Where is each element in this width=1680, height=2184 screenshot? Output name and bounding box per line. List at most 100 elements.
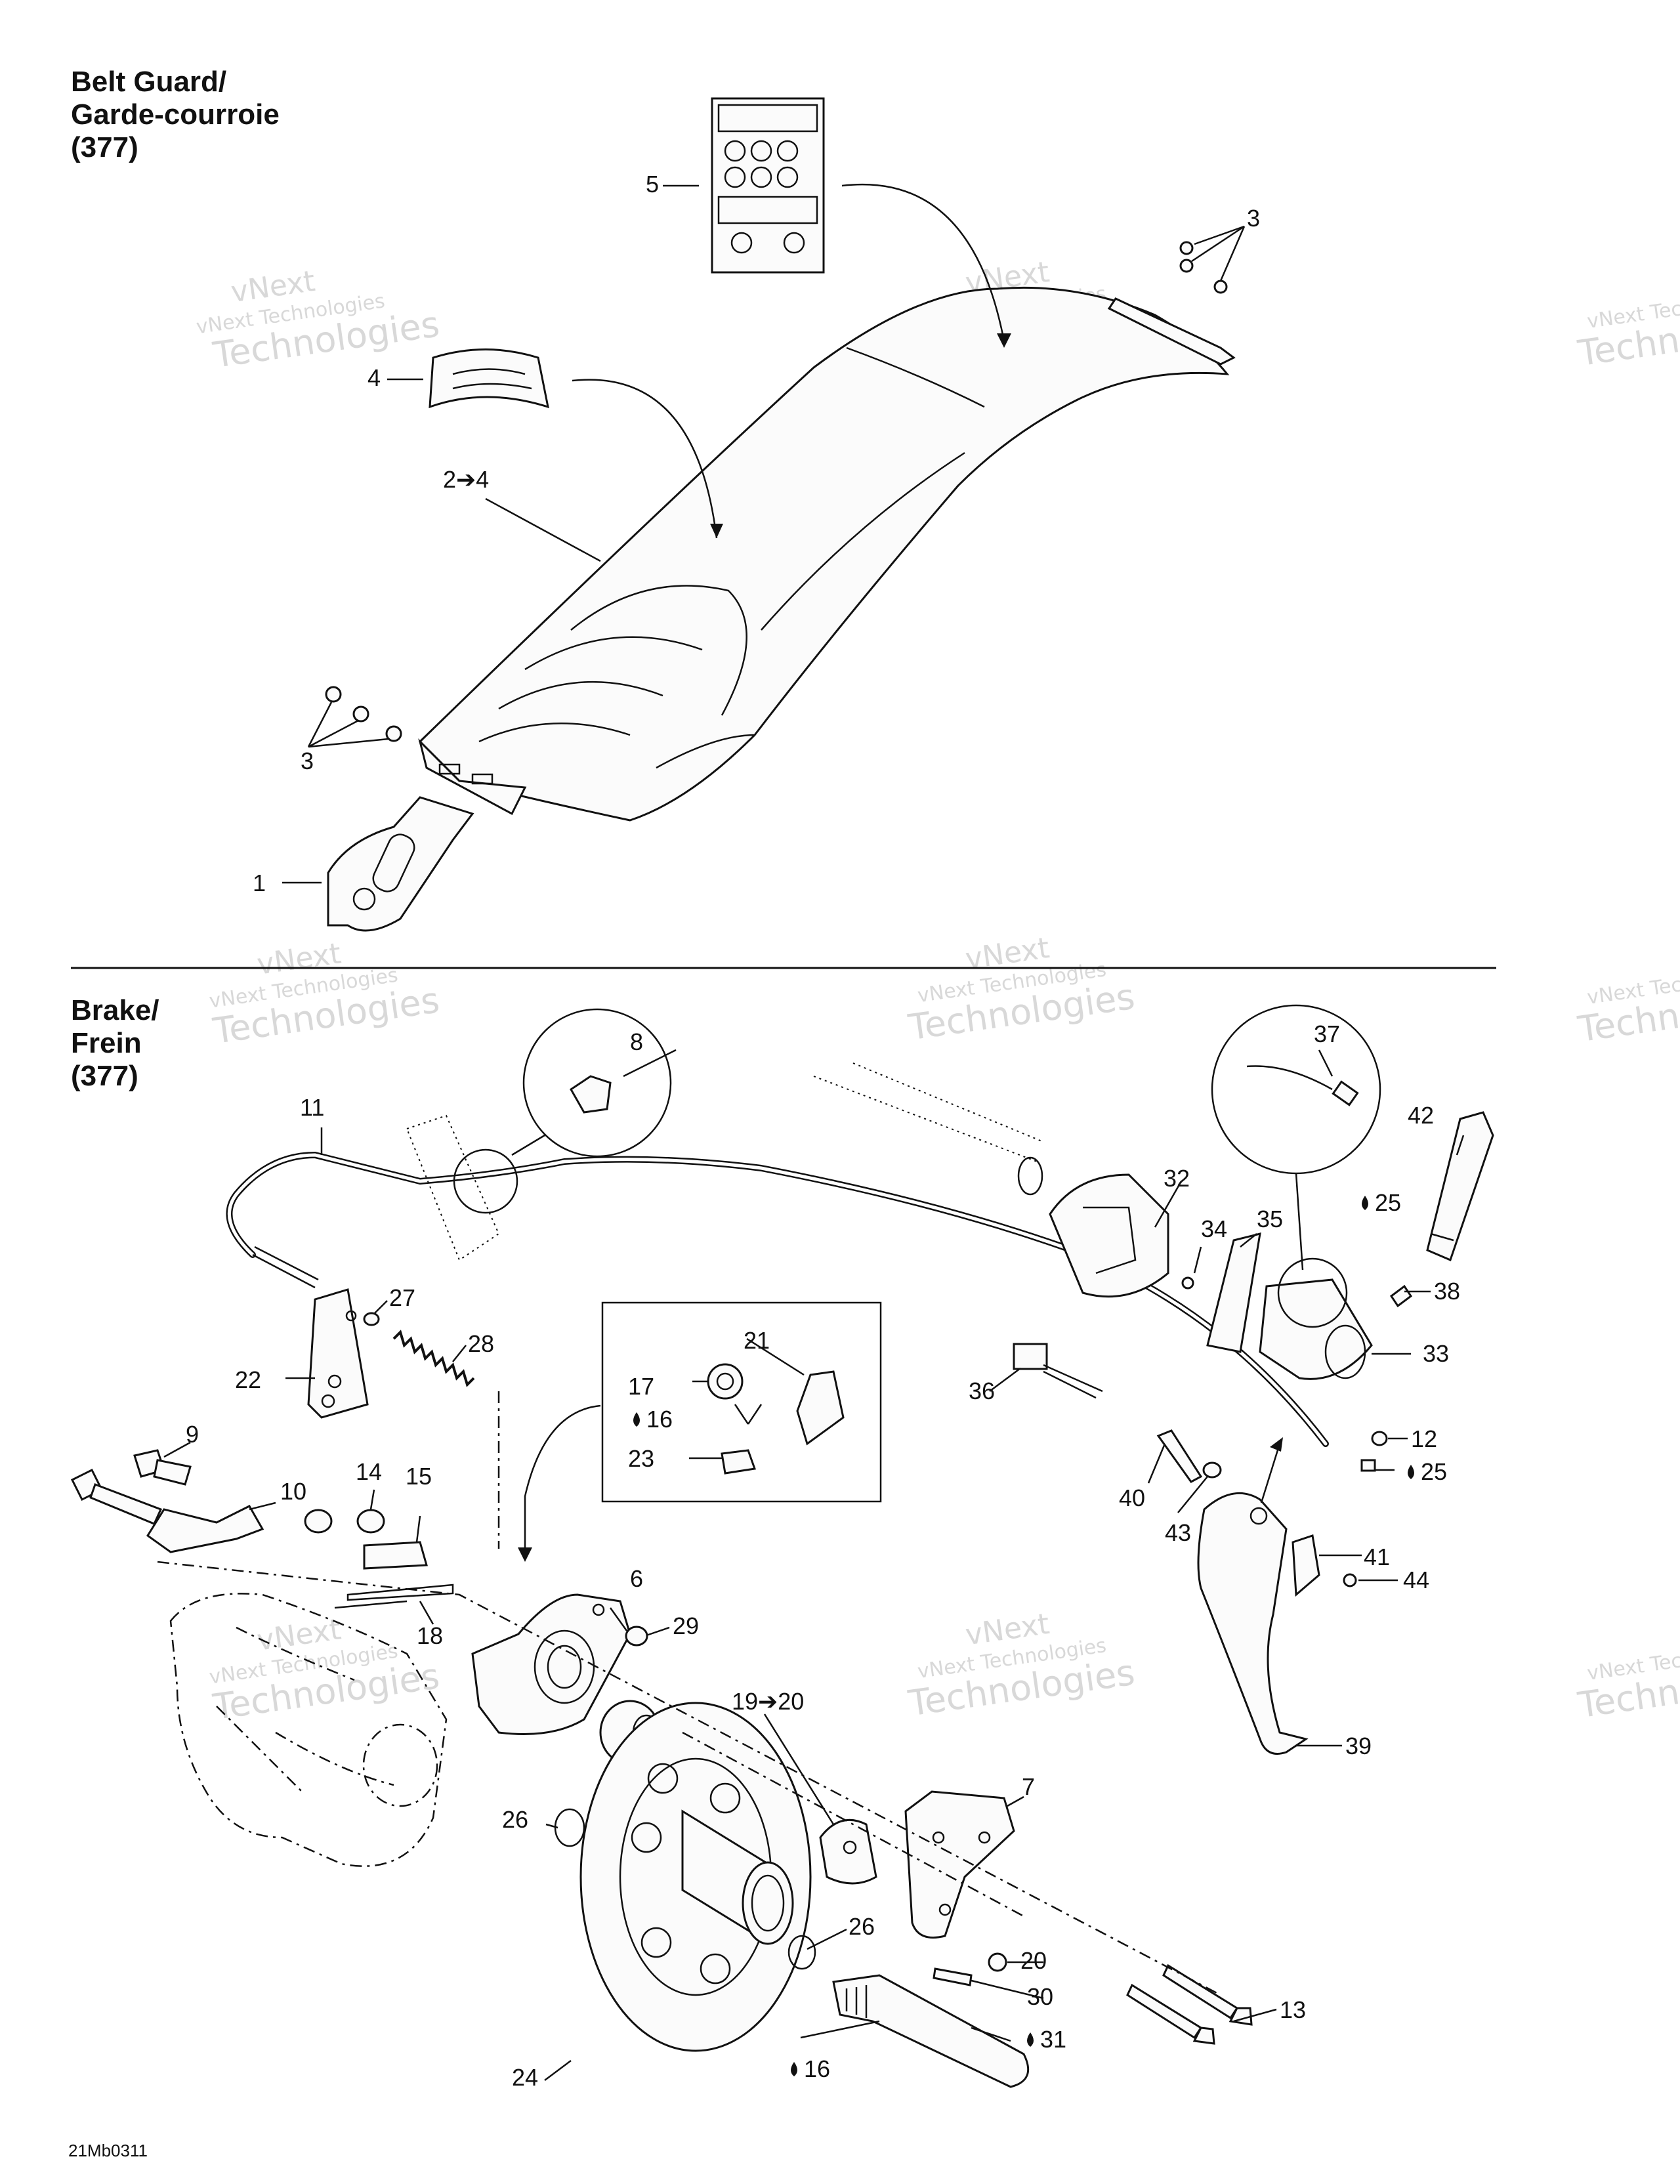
detail-circle-8 [522, 1008, 672, 1158]
screw-part-20 [988, 1952, 1007, 1972]
caliper-half-part-7 [904, 1790, 1015, 1939]
callout-29: 29 [673, 1612, 699, 1639]
nut-part-14 [356, 1509, 385, 1534]
washer-part-43 [1202, 1461, 1222, 1479]
callout-38: 38 [1434, 1278, 1460, 1305]
switch-part-35 [1013, 1343, 1048, 1370]
callout-25: 25 [1375, 1189, 1401, 1216]
callout-16: 16 [646, 1406, 673, 1433]
callout-30: 30 [1027, 1983, 1053, 2010]
nut [385, 725, 402, 742]
pin-part-40 [1156, 1429, 1203, 1483]
callout-10: 10 [280, 1478, 306, 1505]
callout-23: 23 [628, 1445, 654, 1472]
screw-part-34 [1181, 1276, 1194, 1290]
nut [1213, 280, 1228, 294]
callout-39: 39 [1345, 1732, 1372, 1759]
bracket-part-1 [327, 796, 474, 932]
callout-25: 25 [1421, 1458, 1447, 1485]
inset-box [601, 1301, 882, 1503]
belt-guard-rod [1107, 297, 1236, 366]
slot [438, 763, 461, 775]
nut [1179, 259, 1194, 273]
callout-33: 33 [1423, 1340, 1449, 1367]
callout-20: 20 [1020, 1947, 1047, 1974]
bracket-hole [352, 887, 376, 911]
belt-guard-assembly [282, 97, 1246, 932]
callout-27: 27 [389, 1284, 415, 1311]
title-line: Brake/ [71, 994, 159, 1026]
nut-part-29 [625, 1626, 648, 1647]
clip-part-23 [721, 1449, 757, 1475]
callout-28: 28 [468, 1330, 494, 1357]
callout-42: 42 [1408, 1102, 1434, 1129]
belt-guard-title: Belt Guard/ Garde-courroie (377) [71, 66, 280, 164]
nut [1179, 241, 1194, 255]
callout-41: 41 [1364, 1544, 1390, 1570]
lubricant-drop-icon [1027, 2032, 1034, 2047]
bolt-part-9-shank [153, 1459, 192, 1486]
lever-part-42 [1426, 1111, 1494, 1262]
cover-part-36 [1206, 1232, 1261, 1353]
callout-7: 7 [1022, 1773, 1035, 1800]
callout-26: 26 [849, 1913, 875, 1940]
pad-part-20 [819, 1818, 877, 1885]
brake-lever-part-39 [1197, 1492, 1309, 1755]
title-line: Garde-courroie [71, 98, 280, 131]
callout-22: 22 [235, 1366, 261, 1393]
belt-guard-ribs [570, 585, 747, 716]
screw-part-38 [1389, 1284, 1413, 1308]
callout-35: 35 [1257, 1206, 1283, 1232]
brake-title: Brake/ Frein (377) [71, 994, 159, 1093]
slot [471, 773, 494, 785]
callout-11: 11 [300, 1094, 324, 1121]
arrow-decal-5 [841, 183, 1005, 342]
lubricant-drop-icon [1362, 1196, 1368, 1210]
plate-part-15 [363, 1541, 428, 1570]
cable-end [252, 1246, 319, 1289]
detail-circle-37 [1211, 1004, 1381, 1175]
o-ring-part-26 [554, 1808, 585, 1847]
callout-1: 1 [253, 870, 266, 896]
callout-12: 12 [1411, 1425, 1437, 1452]
callout-15: 15 [406, 1463, 432, 1490]
brake-assembly [70, 1004, 1494, 2088]
figure-code: 21Mb0311 [68, 2141, 148, 2160]
handlebar-phantom [813, 1062, 1044, 1162]
callout-44: 44 [1403, 1566, 1429, 1593]
shaft-part-31 [832, 1974, 1030, 2088]
callout-31: 31 [1040, 2026, 1066, 2053]
callout-3: 3 [301, 747, 314, 774]
clip-part-8 [570, 1075, 612, 1114]
caliper-part-6 [471, 1593, 631, 1735]
adjuster-part-17 [707, 1363, 744, 1400]
lubricant-drop-icons [633, 1196, 1414, 2076]
lubricant-drop-icon [633, 1412, 640, 1427]
callout-32: 32 [1164, 1165, 1190, 1192]
bolt-shank [89, 1483, 163, 1525]
arrow-decal-4 [572, 379, 718, 539]
decal-part-4 [429, 348, 549, 409]
bolt-part-13 [1126, 1983, 1203, 2040]
bracket-part-10 [146, 1505, 264, 1553]
lubricant-drop-icon [791, 2062, 797, 2076]
callout-24: 24 [512, 2064, 538, 2091]
lever-part-22 [307, 1288, 369, 1419]
callout-18: 18 [417, 1622, 443, 1649]
nut-part-12 [1371, 1431, 1388, 1446]
housing-part-32 [1049, 1173, 1169, 1298]
callout-9: 9 [186, 1421, 199, 1448]
title-line: (377) [71, 131, 138, 163]
belt-guard-cover [418, 286, 1230, 822]
bracket-part-21 [796, 1370, 845, 1446]
title-line: Frein [71, 1027, 142, 1059]
callout-17: 17 [628, 1373, 654, 1400]
callout-13: 13 [1280, 1996, 1306, 2023]
spring-part-28 [392, 1330, 475, 1387]
o-ring-part-26 [788, 1935, 816, 1970]
callout-8: 8 [630, 1028, 643, 1055]
callout-40: 40 [1119, 1484, 1145, 1511]
callout-26: 26 [502, 1806, 528, 1833]
callout-43: 43 [1165, 1519, 1191, 1546]
